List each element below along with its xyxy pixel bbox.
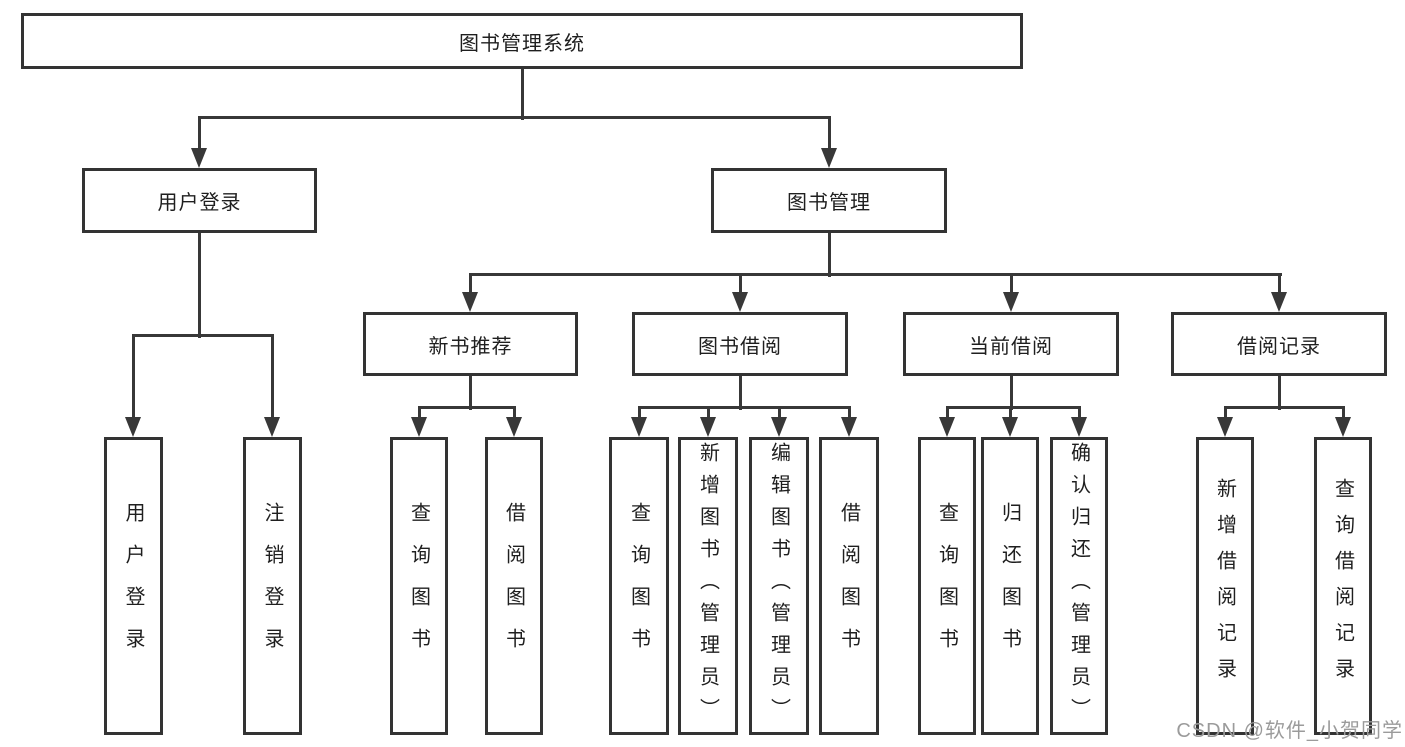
connector-line [468,272,1282,276]
connector-line [197,117,201,150]
connector-line [468,376,472,410]
leaf-borrow-books-borrow: 借阅图书 [819,437,879,735]
leaf-user-login: 用户登录 [104,437,163,735]
node-current-borrow: 当前借阅 [903,312,1119,376]
leaf-query-books-recommend: 查询图书 [390,437,448,735]
leaf-return-book-label: 归还图书 [998,502,1021,670]
arrow-down-icon [771,417,787,437]
connector-line [270,335,274,419]
connector-line [1009,376,1013,410]
node-new-book-recommend: 新书推荐 [363,312,578,376]
connector-line [706,407,710,419]
arrow-down-icon [1335,417,1351,437]
leaf-query-books-recommend-label: 查询图书 [407,502,430,670]
leaf-borrow-books-recommend: 借阅图书 [485,437,543,735]
leaf-confirm-return-admin: 确认归还（管理员） [1050,437,1108,735]
leaf-query-borrow-record-label: 查询借阅记录 [1331,478,1354,694]
arrow-down-icon [191,148,207,168]
connector-line [417,405,516,409]
connector-line [1008,407,1012,419]
node-book-management: 图书管理 [711,168,947,233]
arrow-down-icon [125,417,141,437]
node-book-borrow: 图书借阅 [632,312,848,376]
csdn-watermark: CSDN @软件_小贺同学 [1176,720,1403,742]
connector-line [1009,274,1013,294]
leaf-return-book: 归还图书 [981,437,1039,735]
arrow-down-icon [939,417,955,437]
arrow-down-icon [1271,292,1287,312]
connector-line [777,407,781,419]
arrow-down-icon [411,417,427,437]
connector-line [468,274,472,294]
leaf-edit-book-admin-label: 编辑图书（管理员） [767,442,790,730]
connector-line [197,233,201,338]
connector-line [847,407,851,419]
connector-line [1277,376,1281,410]
leaf-borrow-books-borrow-label: 借阅图书 [837,502,860,670]
leaf-logout: 注销登录 [243,437,302,735]
node-user-login: 用户登录 [82,168,317,233]
node-root-system: 图书管理系统 [21,13,1023,69]
connector-line [945,407,949,419]
arrow-down-icon [462,292,478,312]
arrow-down-icon [631,417,647,437]
connector-line [512,407,516,419]
arrow-down-icon [700,417,716,437]
arrow-down-icon [1003,292,1019,312]
connector-line [1341,407,1345,419]
leaf-borrow-books-recommend-label: 借阅图书 [502,502,525,670]
leaf-edit-book-admin: 编辑图书（管理员） [749,437,809,735]
arrow-down-icon [1002,417,1018,437]
connector-line [827,233,831,277]
arrow-down-icon [1217,417,1233,437]
leaf-add-borrow-record: 新增借阅记录 [1196,437,1254,735]
arrow-down-icon [506,417,522,437]
arrow-down-icon [821,148,837,168]
leaf-add-book-admin-label: 新增图书（管理员） [696,442,719,730]
connector-line [1223,407,1227,419]
leaf-add-book-admin: 新增图书（管理员） [678,437,738,735]
leaf-query-books-borrow: 查询图书 [609,437,669,735]
arrow-down-icon [732,292,748,312]
leaf-logout-label: 注销登录 [261,502,283,670]
connector-line [1223,405,1345,409]
leaf-user-login-label: 用户登录 [122,502,144,670]
leaf-confirm-return-admin-label: 确认归还（管理员） [1067,442,1090,730]
node-borrow-records: 借阅记录 [1171,312,1387,376]
connector-line [131,333,274,337]
connector-line [131,335,135,419]
leaf-query-books-current-label: 查询图书 [935,502,958,670]
leaf-query-books-current: 查询图书 [918,437,976,735]
connector-line [827,117,831,150]
connector-line [738,274,742,294]
arrow-down-icon [1071,417,1087,437]
connector-line [1077,407,1081,419]
connector-line [637,407,641,419]
leaf-add-borrow-record-label: 新增借阅记录 [1213,478,1236,694]
arrow-down-icon [264,417,280,437]
connector-line [417,407,421,419]
connector-line [1277,274,1281,294]
connector-line [637,405,851,409]
arrow-down-icon [841,417,857,437]
connector-line [738,376,742,410]
leaf-query-books-borrow-label: 查询图书 [627,502,650,670]
connector-line [197,115,831,119]
connector-line [945,405,1081,409]
leaf-query-borrow-record: 查询借阅记录 [1314,437,1372,735]
connector-line [520,69,524,120]
